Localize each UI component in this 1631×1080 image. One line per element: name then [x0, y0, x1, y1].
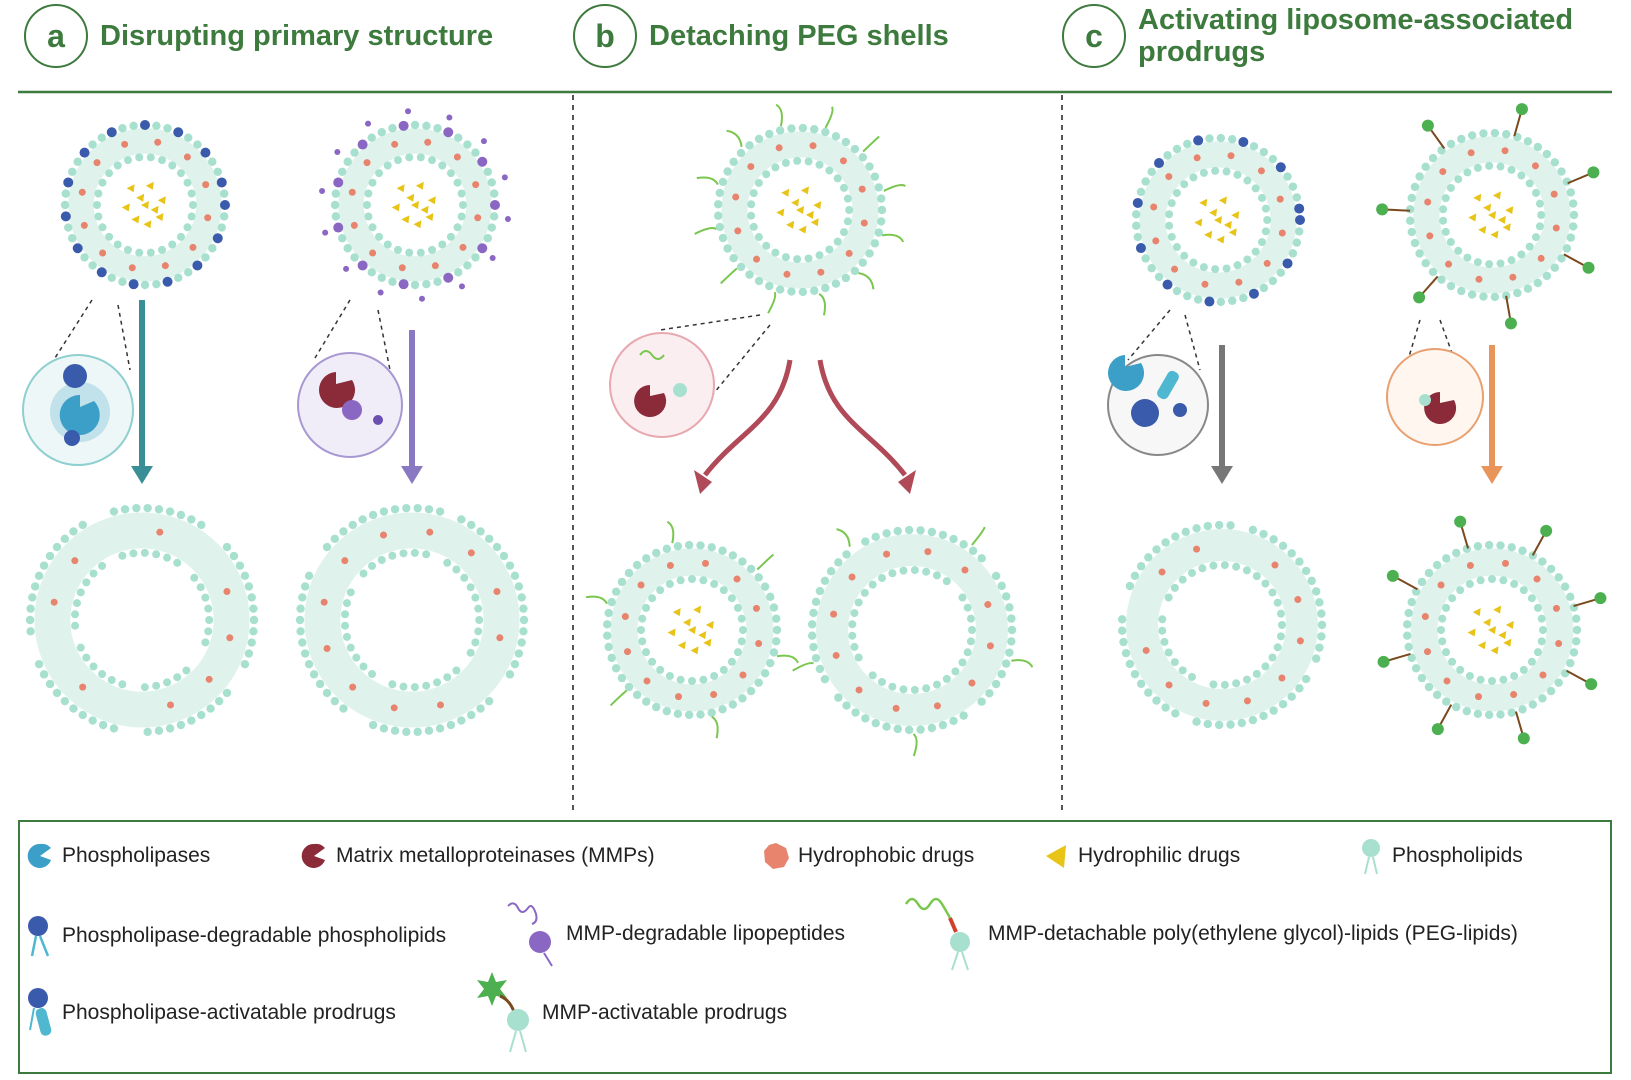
legend-label: MMP-activatable prodrugs [542, 1001, 788, 1024]
zoom-circle-c2 [1386, 348, 1484, 446]
legend-label: Hydrophobic drugs [798, 844, 975, 867]
panel-c-letter: c [1062, 4, 1126, 68]
panel-a-title: Disrupting primary structure [100, 20, 494, 52]
arrow-b-right [817, 359, 916, 494]
panel-c-header: c Activating liposome-associated prodrug… [1062, 4, 1573, 68]
liposome-a2-disrupted [295, 503, 529, 737]
liposome-a1-intact [60, 120, 230, 290]
pl-prodrug-icon [28, 988, 52, 1036]
legend-box: Phospholipases Matrix metalloproteinases… [18, 820, 1612, 1074]
legend-label: Phospholipase-activatable prodrugs [62, 1001, 396, 1024]
legend-label: Phospholipase-degradable phospholipids [62, 924, 447, 947]
arrow-b-left [694, 359, 793, 494]
pl-degradable-phospholipid-icon [28, 916, 50, 957]
legend-mmp-lipopeptides: MMP-degradable lipopeptides [500, 900, 845, 968]
legend-label: MMP-detachable poly(ethylene glycol)-lip… [988, 922, 1518, 945]
panel-b-letter: b [573, 4, 637, 68]
legend-mmp-prodrugs: MMP-activatable prodrugs [476, 970, 787, 1056]
legend-phospholipases: Phospholipases [24, 840, 210, 872]
liposome-c2-intact [1376, 103, 1600, 330]
arrow-c2 [1481, 345, 1503, 484]
hydrophilic-drug-icon [1046, 845, 1066, 868]
zoom-circle-a1 [22, 354, 134, 466]
legend-phospholipids: Phospholipids [1356, 836, 1523, 876]
legend-mmps: Matrix metalloproteinases (MMPs) [298, 840, 655, 872]
liposome-a2-intact [319, 108, 511, 302]
legend-label: Hydrophilic drugs [1078, 844, 1241, 867]
panel-c-title: Activating liposome-associated prodrugs [1138, 4, 1573, 68]
liposome-b-left [585, 520, 799, 739]
mmp-icon [301, 843, 325, 868]
arrow-c1 [1211, 345, 1233, 484]
phospholipase-icon [27, 843, 51, 868]
arrow-a2 [401, 330, 423, 484]
arrow-a1 [131, 300, 153, 484]
mmp-prodrug-icon [477, 972, 529, 1053]
legend-label: Phospholipases [62, 844, 211, 867]
hydrophobic-drug-icon [764, 843, 789, 869]
legend-hydrophobic: Hydrophobic drugs [760, 840, 974, 872]
liposome-a1-disrupted [25, 503, 259, 737]
legend-pl-degradable: Phospholipase-degradable phospholipids [24, 914, 446, 958]
panel-c-title-line2: prodrugs [1138, 36, 1266, 68]
panel-a-header: a Disrupting primary structure [24, 4, 493, 68]
phospholipid-icon [1362, 839, 1380, 875]
peg-lipid-icon [904, 897, 970, 971]
legend-peg-lipids: MMP-detachable poly(ethylene glycol)-lip… [902, 896, 1518, 972]
panel-b-header: b Detaching PEG shells [573, 4, 949, 68]
liposome-c2-released [1377, 515, 1607, 745]
panel-b-title: Detaching PEG shells [649, 20, 949, 52]
liposome-b-intact [694, 103, 906, 316]
liposome-c1-disrupted [1117, 520, 1327, 730]
legend-label: Phospholipids [1392, 844, 1523, 867]
liposome-c1-intact [1131, 133, 1305, 307]
zoom-circle-b [609, 332, 715, 438]
zoom-connectors [54, 299, 1461, 411]
legend-label: Matrix metalloproteinases (MMPs) [336, 844, 655, 867]
legend-pl-prodrugs: Phospholipase-activatable prodrugs [24, 986, 396, 1040]
zoom-circle-a2 [297, 352, 403, 458]
lipopeptide-icon [507, 902, 553, 967]
liposome-b-right [792, 525, 1034, 757]
panel-a-letter: a [24, 4, 88, 68]
zoom-circle-c1 [1107, 354, 1209, 456]
panel-c-title-line1: Activating liposome-associated [1138, 4, 1574, 36]
legend-hydrophilic: Hydrophilic drugs [1040, 840, 1240, 872]
legend-label: MMP-degradable lipopeptides [566, 922, 845, 945]
